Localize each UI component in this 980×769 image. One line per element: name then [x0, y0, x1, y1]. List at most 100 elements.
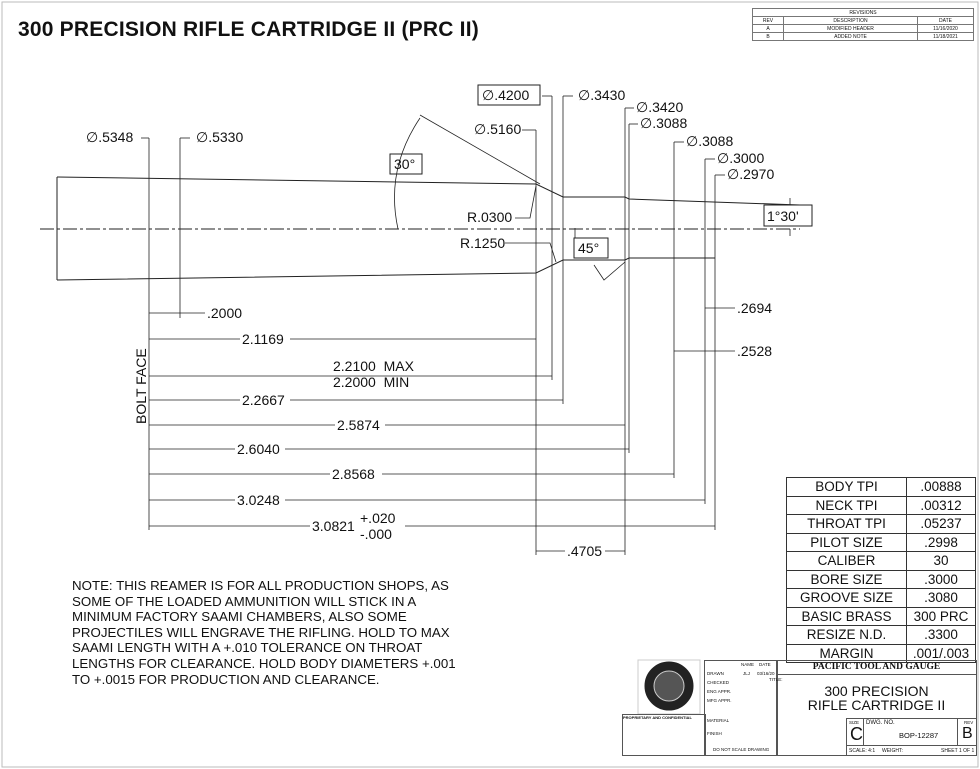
len-2-5874: 2.5874: [337, 417, 380, 433]
title-line-2: RIFLE CARTRIDGE II: [807, 697, 946, 713]
tol-plus: +.020: [360, 510, 396, 526]
proprietary-block: PROPRIETARY AND CONFIDENTIAL: [622, 714, 706, 756]
spec-row: PILOT SIZE.2998: [786, 532, 976, 552]
drawn-name: JLJ: [743, 671, 751, 676]
drawn-label: DRAWN: [707, 671, 724, 676]
spec-value: .3300: [906, 625, 976, 645]
name-header: NAME: [741, 662, 755, 667]
len-2-2667: 2.2667: [242, 392, 285, 408]
company-name: PACIFIC TOOL AND GAUGE: [777, 661, 976, 675]
eng-appr-label: ENG APPR.: [707, 689, 732, 694]
dia-3088-neck: ∅.3088: [640, 115, 687, 131]
drawn-date: 03/16/20: [757, 671, 775, 676]
size-label: SIZE: [849, 720, 860, 725]
mfg-appr-label: MFG APPR.: [707, 698, 732, 703]
material-label: MATERIAL: [707, 718, 730, 723]
company-logo: [637, 659, 701, 715]
len-3-0248: 3.0248: [237, 492, 280, 508]
spec-row: THROAT TPI.05237: [786, 514, 976, 534]
date-header: DATE: [759, 662, 771, 667]
spec-label: NECK TPI: [786, 495, 907, 515]
drawing-title: 300 PRECISION RIFLE CARTRIDGE II (PRC II…: [18, 18, 479, 41]
spec-row: MARGIN.001/.003: [786, 643, 976, 663]
approvals-block: NAME DATE DRAWN JLJ 03/16/20 CHECKED ENG…: [704, 660, 778, 756]
finish-label: FINISH: [707, 731, 722, 736]
spec-label: PILOT SIZE: [786, 532, 907, 552]
len-4705: .4705: [567, 543, 602, 559]
spec-value: .2998: [906, 532, 976, 552]
dia-5160: ∅.5160: [474, 121, 521, 137]
spec-label: BORE SIZE: [786, 569, 907, 589]
dia-3420: ∅.3420: [636, 99, 683, 115]
title-label: TITLE:: [769, 677, 783, 682]
bolt-face-label: BOLT FACE: [133, 348, 149, 424]
spec-row: RESIZE N.D..3300: [786, 625, 976, 645]
spec-value: .3000: [906, 569, 976, 589]
reamer-outline-bottom: [56, 257, 715, 281]
scale: SCALE: 4:1: [849, 748, 876, 754]
spec-value: .05237: [906, 514, 976, 534]
spec-label: GROOVE SIZE: [786, 588, 907, 608]
angle-box-45: [573, 237, 609, 259]
dia-3430: ∅.3430: [578, 87, 625, 103]
spec-label: THROAT TPI: [786, 514, 907, 534]
spec-row: NECK TPI.00312: [786, 495, 976, 515]
radius-1250: R.1250: [460, 235, 505, 251]
dia-3088-throat: ∅.3088: [686, 133, 733, 149]
rev-label: REV: [964, 720, 974, 725]
len-2-8568: 2.8568: [332, 466, 375, 482]
angle-30: 30°: [394, 156, 415, 172]
extension-lines: [148, 96, 716, 555]
dia-5330: ∅.5330: [196, 129, 243, 145]
len-2-1169: 2.1169: [242, 331, 284, 347]
basic-dim-box-4200: [477, 84, 541, 106]
len-2000: .2000: [207, 305, 242, 321]
dia-3000: ∅.3000: [717, 150, 764, 166]
title-block: PACIFIC TOOL AND GAUGE TITLE: 300 PRECIS…: [769, 660, 977, 756]
sheet-size: C: [850, 724, 863, 744]
spec-label: RESIZE N.D.: [786, 625, 907, 645]
len-2-2000-min: 2.2000 MIN: [333, 374, 409, 390]
spec-label: CALIBER: [786, 551, 907, 571]
len-2-6040: 2.6040: [237, 441, 280, 457]
checked-label: CHECKED: [707, 680, 730, 685]
dwg-no-label: DWG. NO.: [866, 720, 895, 726]
spec-value: .001/.003: [906, 643, 976, 663]
sheet-number: SHEET 1 OF 1: [941, 748, 975, 754]
angle-box-pilot: [763, 204, 813, 227]
date-cell: 11/18/2021: [917, 32, 974, 41]
revision-letter: B: [962, 725, 973, 742]
weight: WEIGHT:: [882, 748, 903, 754]
spec-row: GROOVE SIZE.3080: [786, 588, 976, 608]
len-2528: .2528: [737, 343, 772, 359]
spec-value: .00312: [906, 495, 976, 515]
no-scale-label: DO NOT SCALE DRAWING: [713, 747, 770, 752]
radius-0300: R.0300: [467, 209, 512, 225]
spec-value: 30: [906, 551, 976, 571]
drawing-number: BOP-12287: [899, 731, 939, 740]
angle-box-30: [389, 153, 423, 175]
spec-row: BORE SIZE.3000: [786, 569, 976, 589]
dimension-lines: [149, 307, 735, 552]
len-3-0821: 3.0821: [312, 518, 355, 534]
dia-4200: ∅.4200: [482, 87, 529, 103]
spec-row: BODY TPI.00888: [786, 477, 976, 497]
leader-lines: [141, 95, 791, 281]
spec-label: BASIC BRASS: [786, 606, 907, 626]
spec-value: .00888: [906, 477, 976, 497]
tol-minus: -.000: [360, 526, 392, 542]
spec-value: 300 PRC: [906, 606, 976, 626]
reamer-note: NOTE: THIS REAMER IS FOR ALL PRODUCTION …: [72, 578, 456, 687]
len-2-2100-max: 2.2100 MAX: [333, 358, 415, 374]
dia-2970: ∅.2970: [727, 166, 774, 182]
angle-45: 45°: [578, 240, 599, 256]
proprietary-label: PROPRIETARY AND CONFIDENTIAL: [623, 715, 692, 720]
angle-pilot: 1°30': [767, 208, 799, 224]
spec-label: BODY TPI: [786, 477, 907, 497]
